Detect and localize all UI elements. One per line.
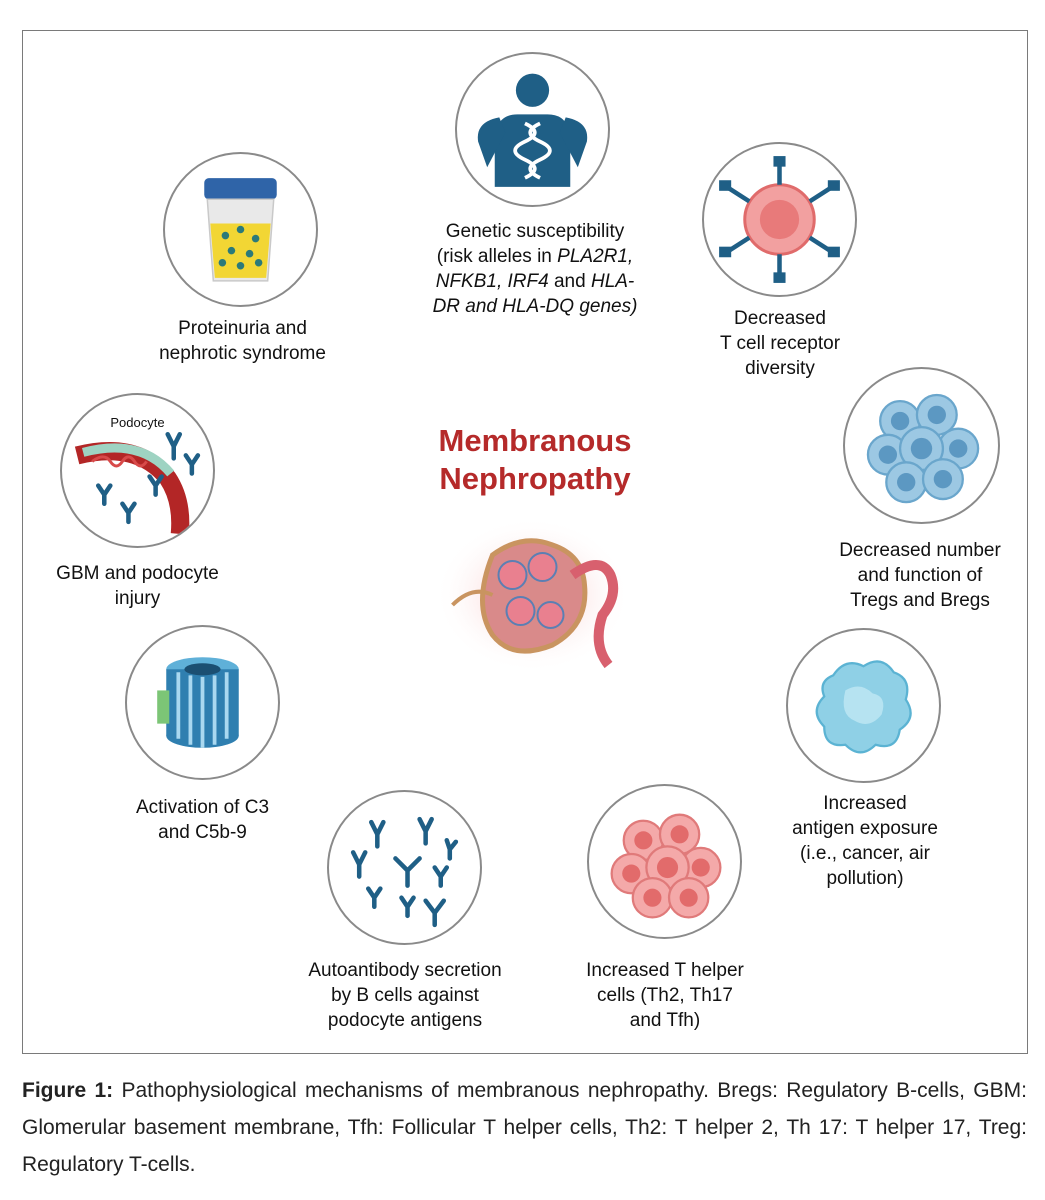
figure-caption: Figure 1: Pathophysiological mechanisms … xyxy=(22,1072,1027,1183)
tregs-circle xyxy=(843,367,1000,524)
complement-circle xyxy=(125,625,280,780)
gbm-circle: Podocyte xyxy=(60,393,215,548)
genetic-circle xyxy=(455,52,610,207)
antigen-circle xyxy=(786,628,941,783)
thelper-circle xyxy=(587,784,742,939)
autoantibody-circle xyxy=(327,790,482,945)
podocyte-icon-label: Podocyte xyxy=(110,415,165,430)
antibodies-icon xyxy=(350,816,459,928)
podocyte-gbm-icon xyxy=(74,431,201,535)
c5b9-pore-icon xyxy=(157,657,239,748)
urine-cup-icon xyxy=(204,178,277,282)
caption-text: Pathophysiological mechanisms of membran… xyxy=(22,1079,1027,1176)
kidney-icon xyxy=(434,517,631,673)
antigen-blob-icon xyxy=(815,660,912,754)
proteinuria-circle xyxy=(163,152,318,307)
treg-cluster-icon xyxy=(866,393,980,504)
t-helper-cluster-icon xyxy=(610,813,722,919)
t-cell-icon xyxy=(719,156,840,283)
caption-label: Figure 1: xyxy=(22,1079,114,1102)
person-dna-icon xyxy=(477,73,588,187)
tcr-circle xyxy=(702,142,857,297)
genetic-label: Genetic susceptibility (risk alleles in … xyxy=(432,221,638,317)
figure-frame xyxy=(22,30,1028,1054)
